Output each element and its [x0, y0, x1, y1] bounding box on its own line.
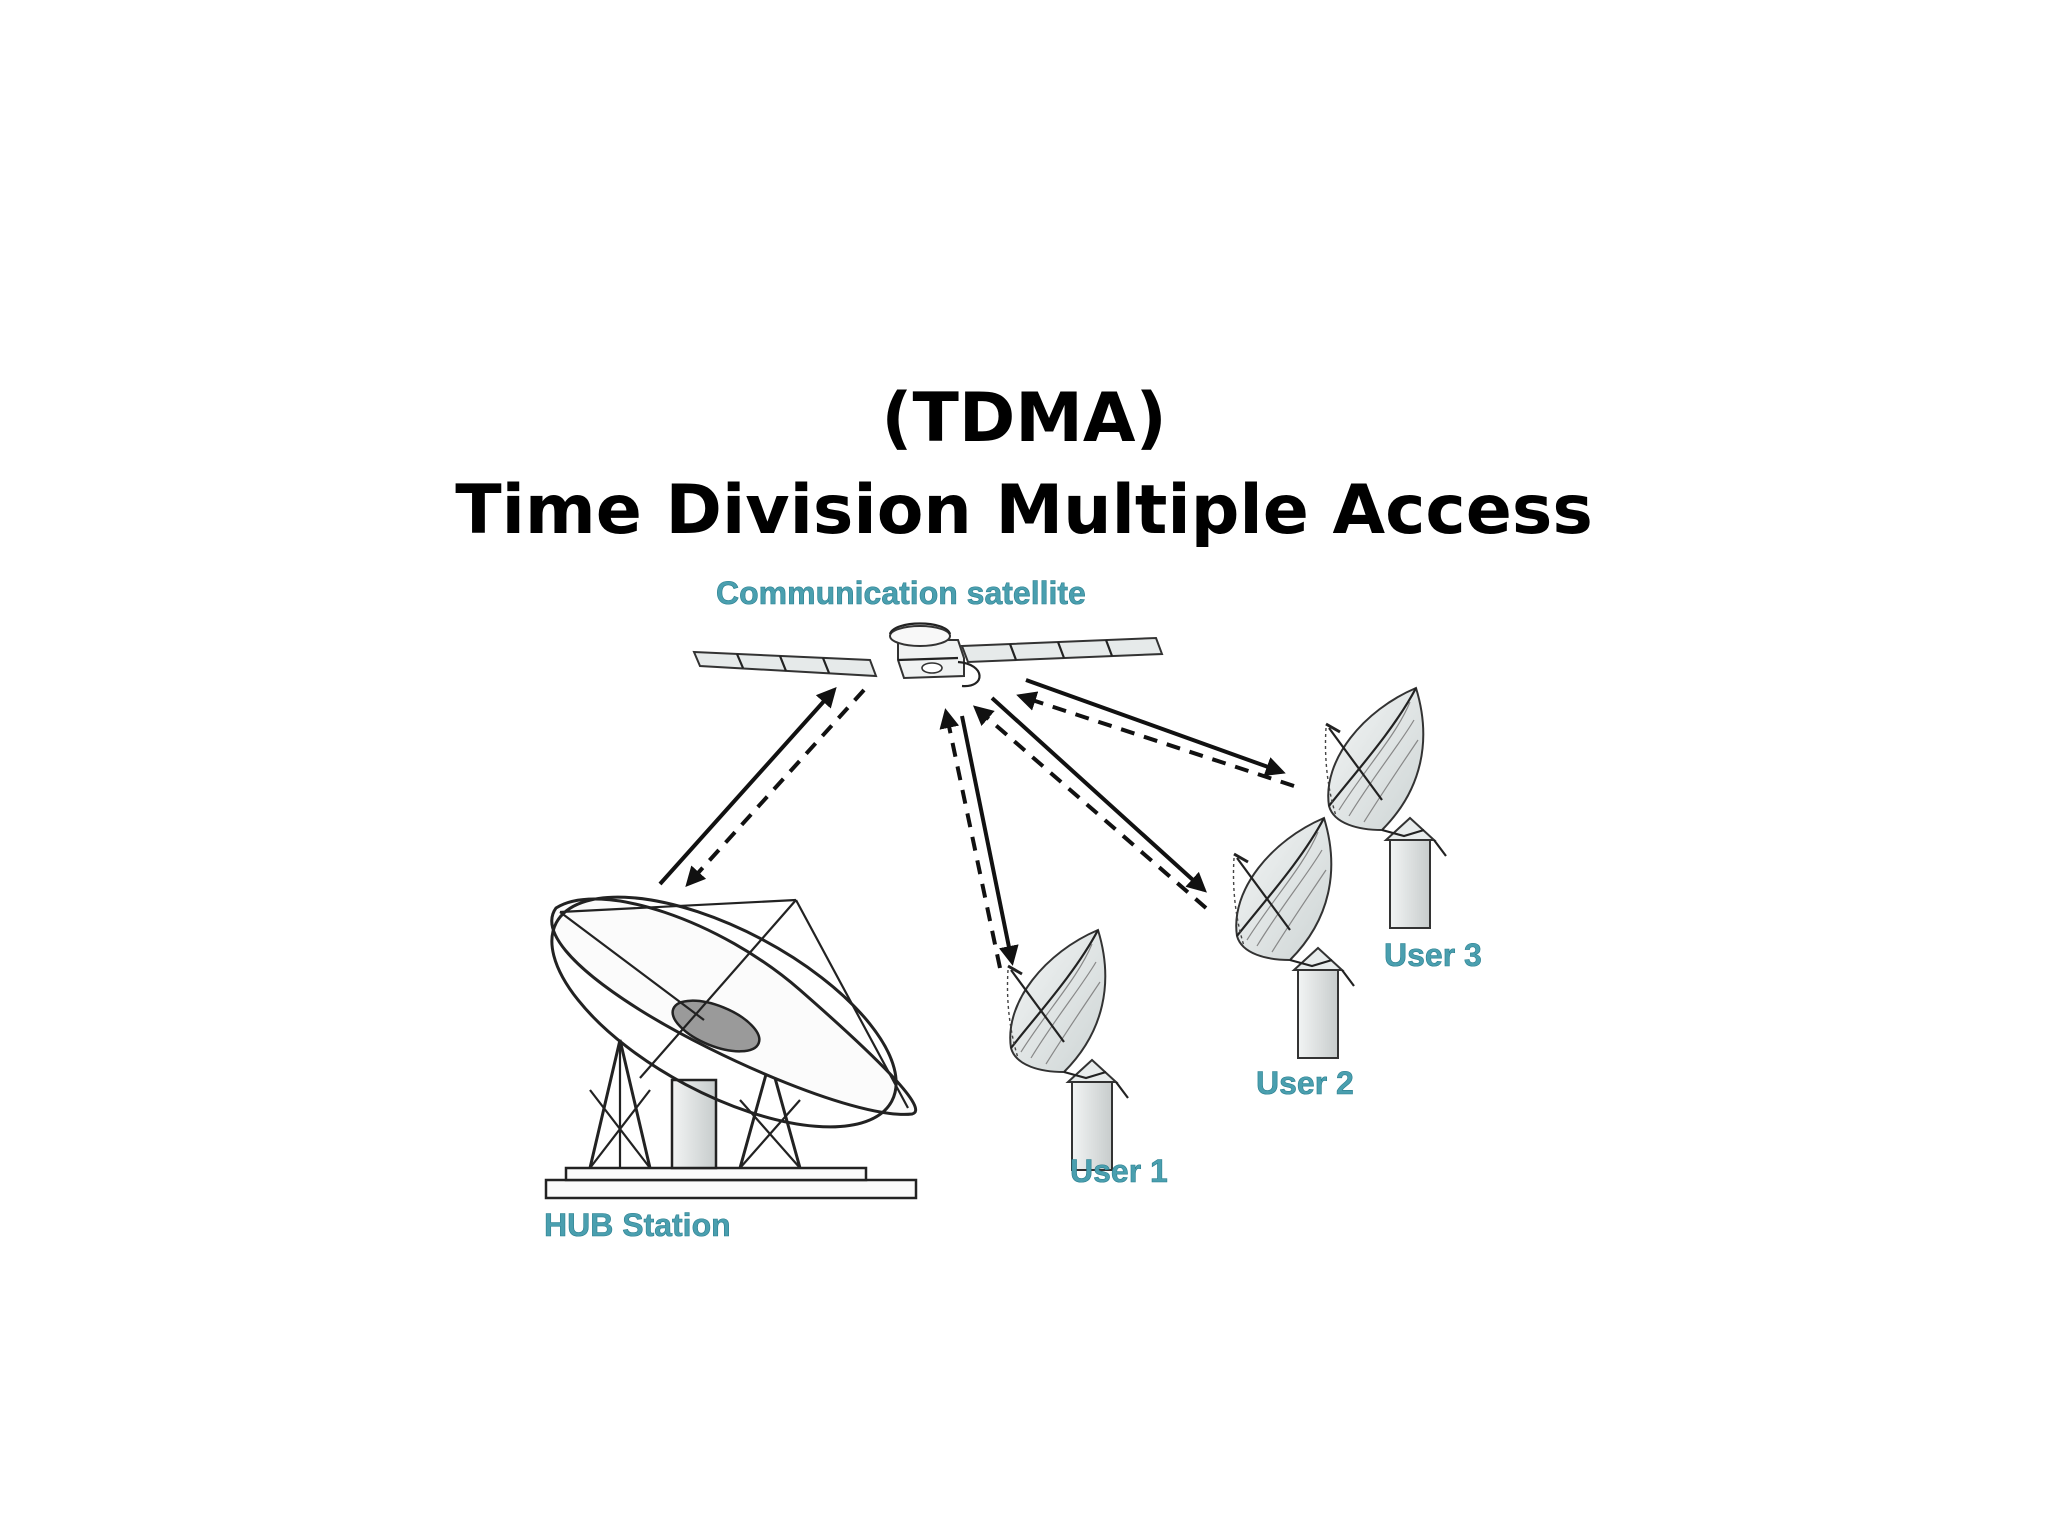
user2-dish-icon — [1231, 816, 1356, 1060]
slide-title-acronym: (TDMA) — [881, 379, 1167, 458]
user2-label: User 2 — [1256, 1065, 1354, 1101]
user1-label: User 1 — [1070, 1153, 1168, 1189]
user3-label: User 3 — [1384, 937, 1482, 973]
satellite-icon — [692, 622, 1164, 688]
hub-station-label: HUB Station — [544, 1207, 731, 1243]
user3-dish-icon — [1323, 686, 1448, 930]
hub-station-icon — [544, 895, 918, 1200]
signal-arrows — [658, 678, 1295, 969]
satellite-label: Communication satellite — [716, 575, 1086, 611]
slide-title: Time Division Multiple Access — [455, 471, 1593, 550]
user1-dish-icon — [1005, 928, 1130, 1172]
